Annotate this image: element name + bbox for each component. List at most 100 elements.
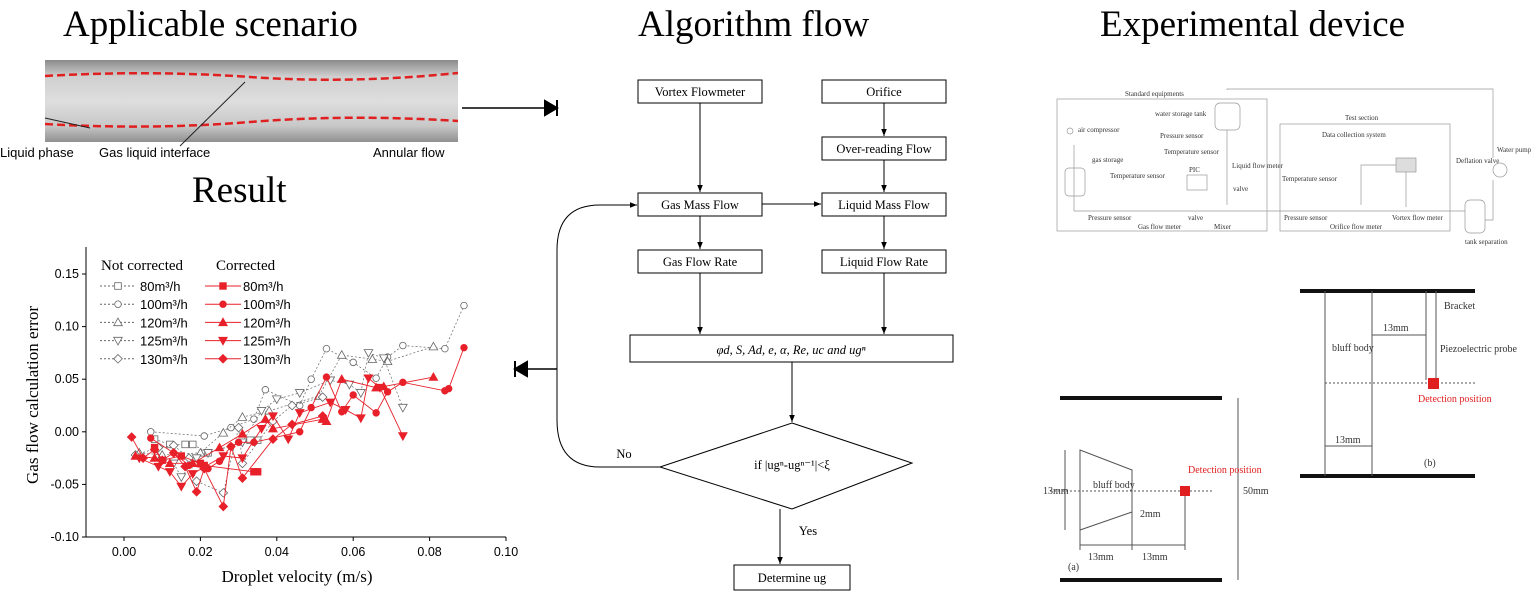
label-pressure-sensor-top: Pressure sensor [1160, 132, 1204, 140]
label-standard-equipments: Standard equipments [1125, 90, 1184, 98]
data-point [321, 416, 332, 425]
label-gas-flow-meter: Gas flow meter [1138, 223, 1182, 231]
data-point [253, 468, 262, 476]
data-point [428, 341, 439, 351]
label-air-compressor: air compressor [1078, 126, 1120, 134]
dim-50mm: 50mm [1243, 486, 1269, 497]
data-point [294, 409, 305, 418]
label-deflation-valve: Deflation valve [1456, 157, 1499, 165]
label-vortex-flow-meter: Vortex flow meter [1392, 214, 1443, 222]
data-point [214, 442, 225, 452]
data-point [226, 441, 236, 452]
label-orifice-flow-meter: Orifice flow meter [1330, 223, 1383, 231]
dim-13mm-b-top: 13mm [1383, 323, 1409, 334]
data-point [189, 440, 197, 449]
data-point [378, 354, 389, 364]
data-point [200, 432, 208, 440]
box-gas-mass-flow-label: Gas Mass Flow [661, 198, 739, 212]
legend-label: 125m³/h [140, 334, 188, 349]
label-water-tank: water storage tank [1155, 110, 1207, 118]
data-point [187, 470, 198, 479]
series-line [150, 347, 465, 470]
data-point [296, 428, 304, 436]
data-point [256, 407, 267, 416]
data-point [250, 415, 258, 423]
box-over-reading-label: Over-reading Flow [836, 142, 931, 156]
legend-label: 100m³/h [243, 297, 291, 312]
y-tick-label: 0.05 [55, 372, 79, 386]
legend-group-not-corrected: Not corrected [101, 258, 184, 274]
data-point [187, 458, 198, 468]
data-point [176, 482, 187, 492]
label-detection-a: Detection position [1188, 465, 1262, 476]
title-algorithm-flow: Algorithm flow [638, 4, 870, 45]
data-point [149, 452, 160, 462]
legend-marker [218, 336, 228, 346]
data-point [349, 391, 357, 399]
legend-marker [114, 282, 122, 290]
data-point [218, 501, 229, 512]
decision-diamond [658, 422, 914, 510]
data-point [227, 423, 235, 432]
data-point [267, 412, 278, 422]
title-result: Result [192, 170, 287, 211]
data-point [126, 432, 137, 442]
data-point [177, 452, 185, 460]
x-tick-label: 0.02 [188, 545, 212, 559]
data-point [460, 301, 468, 310]
data-point [363, 349, 374, 359]
label-pic: PIC [1189, 166, 1200, 174]
data-point [149, 444, 160, 455]
label-data-collection: Data collection system [1322, 131, 1386, 139]
label-probe: Piezoelectric probe [1440, 344, 1517, 355]
data-point [283, 435, 294, 445]
y-tick-label: 0.15 [55, 267, 79, 281]
data-point [260, 414, 271, 423]
data-point [349, 358, 357, 367]
label-yes: Yes [799, 524, 817, 538]
data-point [317, 392, 328, 402]
title-applicable-scenario: Applicable scenario [63, 4, 358, 45]
label-mixer: Mixer [1214, 223, 1232, 231]
x-tick-label: 0.10 [494, 545, 518, 559]
series-corrected-130 [126, 411, 328, 512]
data-point [367, 354, 378, 363]
legend-label: 120m³/h [243, 315, 291, 330]
label-bluff-body-b: bluff body [1332, 343, 1374, 354]
data-point [218, 452, 229, 462]
data-point [267, 423, 278, 433]
label-water-pump: Water pump [1497, 146, 1532, 154]
legend-label: 125m³/h [243, 334, 291, 349]
data-point [355, 414, 366, 424]
dim-13mm-height: 13mm [1043, 486, 1069, 497]
series-corrected-125 [134, 374, 408, 492]
data-point [287, 419, 297, 430]
legend-marker [113, 353, 123, 364]
data-point [168, 447, 179, 458]
data-point [261, 386, 270, 394]
data-point [428, 371, 439, 381]
box-parameters [629, 334, 954, 363]
data-point [374, 383, 385, 393]
x-tick-label: 0.04 [265, 545, 289, 559]
legend-group-corrected: Corrected [216, 258, 276, 274]
data-point [237, 473, 248, 483]
data-point [256, 424, 267, 434]
data-point [307, 375, 315, 383]
data-point [234, 438, 243, 447]
series-line [135, 376, 434, 464]
data-point [317, 411, 328, 421]
dim-13mm-body: 13mm [1088, 552, 1114, 563]
detection-marker-a [1180, 486, 1190, 496]
series-line [139, 346, 434, 456]
box-liquid-mass-flow-label: Liquid Mass Flow [838, 198, 930, 212]
label-valve-gas: valve [1188, 214, 1203, 222]
legend-marker [113, 336, 123, 346]
label-test-section: Test section [1345, 114, 1379, 122]
label-tank-separation: tank separation [1465, 238, 1508, 246]
detection-marker-b [1428, 378, 1439, 389]
box-parameters-label: φd, S, Ad, e, α, Re, uc and ugⁿ [716, 343, 865, 357]
data-point [363, 374, 374, 384]
